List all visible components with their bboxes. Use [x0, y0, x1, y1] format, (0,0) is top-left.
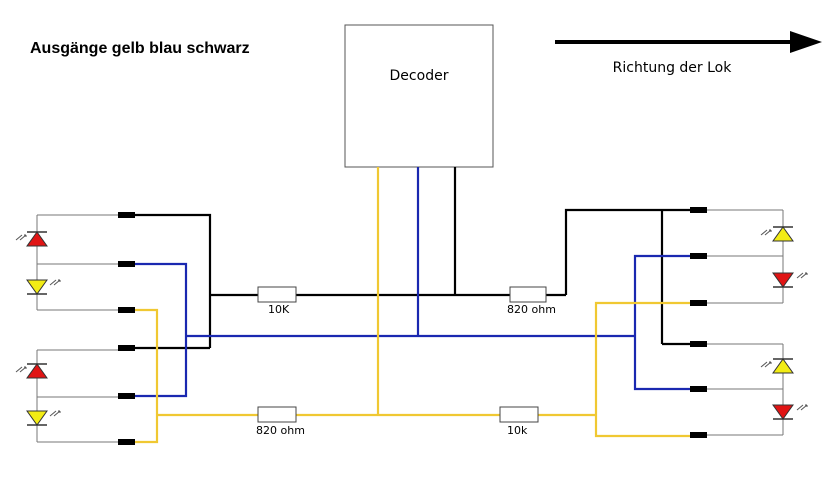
resistor-icon: 10k: [499, 406, 539, 437]
resistor-label-820-top: 820 ohm: [507, 303, 556, 316]
resistor-label-820-bottom: 820 ohm: [256, 424, 305, 437]
right-led-wiring: [707, 209, 784, 436]
connectors: [118, 207, 707, 445]
resistor-icon: 820 ohm: [507, 286, 556, 316]
led-yellow-icon: [26, 410, 61, 426]
led-yellow-icon: [26, 279, 61, 295]
led-yellow-icon: [760, 358, 794, 374]
led-yellow-icon: [760, 226, 794, 242]
blue-wires: [135, 167, 690, 398]
resistor-icon: 820 ohm: [256, 406, 305, 437]
decoder-label: Decoder: [390, 68, 449, 84]
decoder-box: [344, 24, 494, 168]
yellow-wires: [135, 167, 690, 444]
left-led-wiring: [36, 214, 120, 443]
led-red-icon: [15, 363, 48, 379]
resistor-label-10k-bottom: 10k: [507, 424, 528, 437]
led-red-icon: [772, 272, 808, 288]
arrow-right-icon: [555, 31, 822, 53]
page-title: Ausgänge gelb blau schwarz: [30, 40, 250, 57]
resistor-label-10k: 10K: [268, 303, 290, 316]
direction-label: Richtung der Lok: [613, 60, 733, 76]
black-wires: [135, 167, 690, 350]
resistor-icon: 10K: [257, 286, 297, 316]
led-red-icon: [15, 231, 48, 247]
led-red-icon: [772, 404, 808, 420]
